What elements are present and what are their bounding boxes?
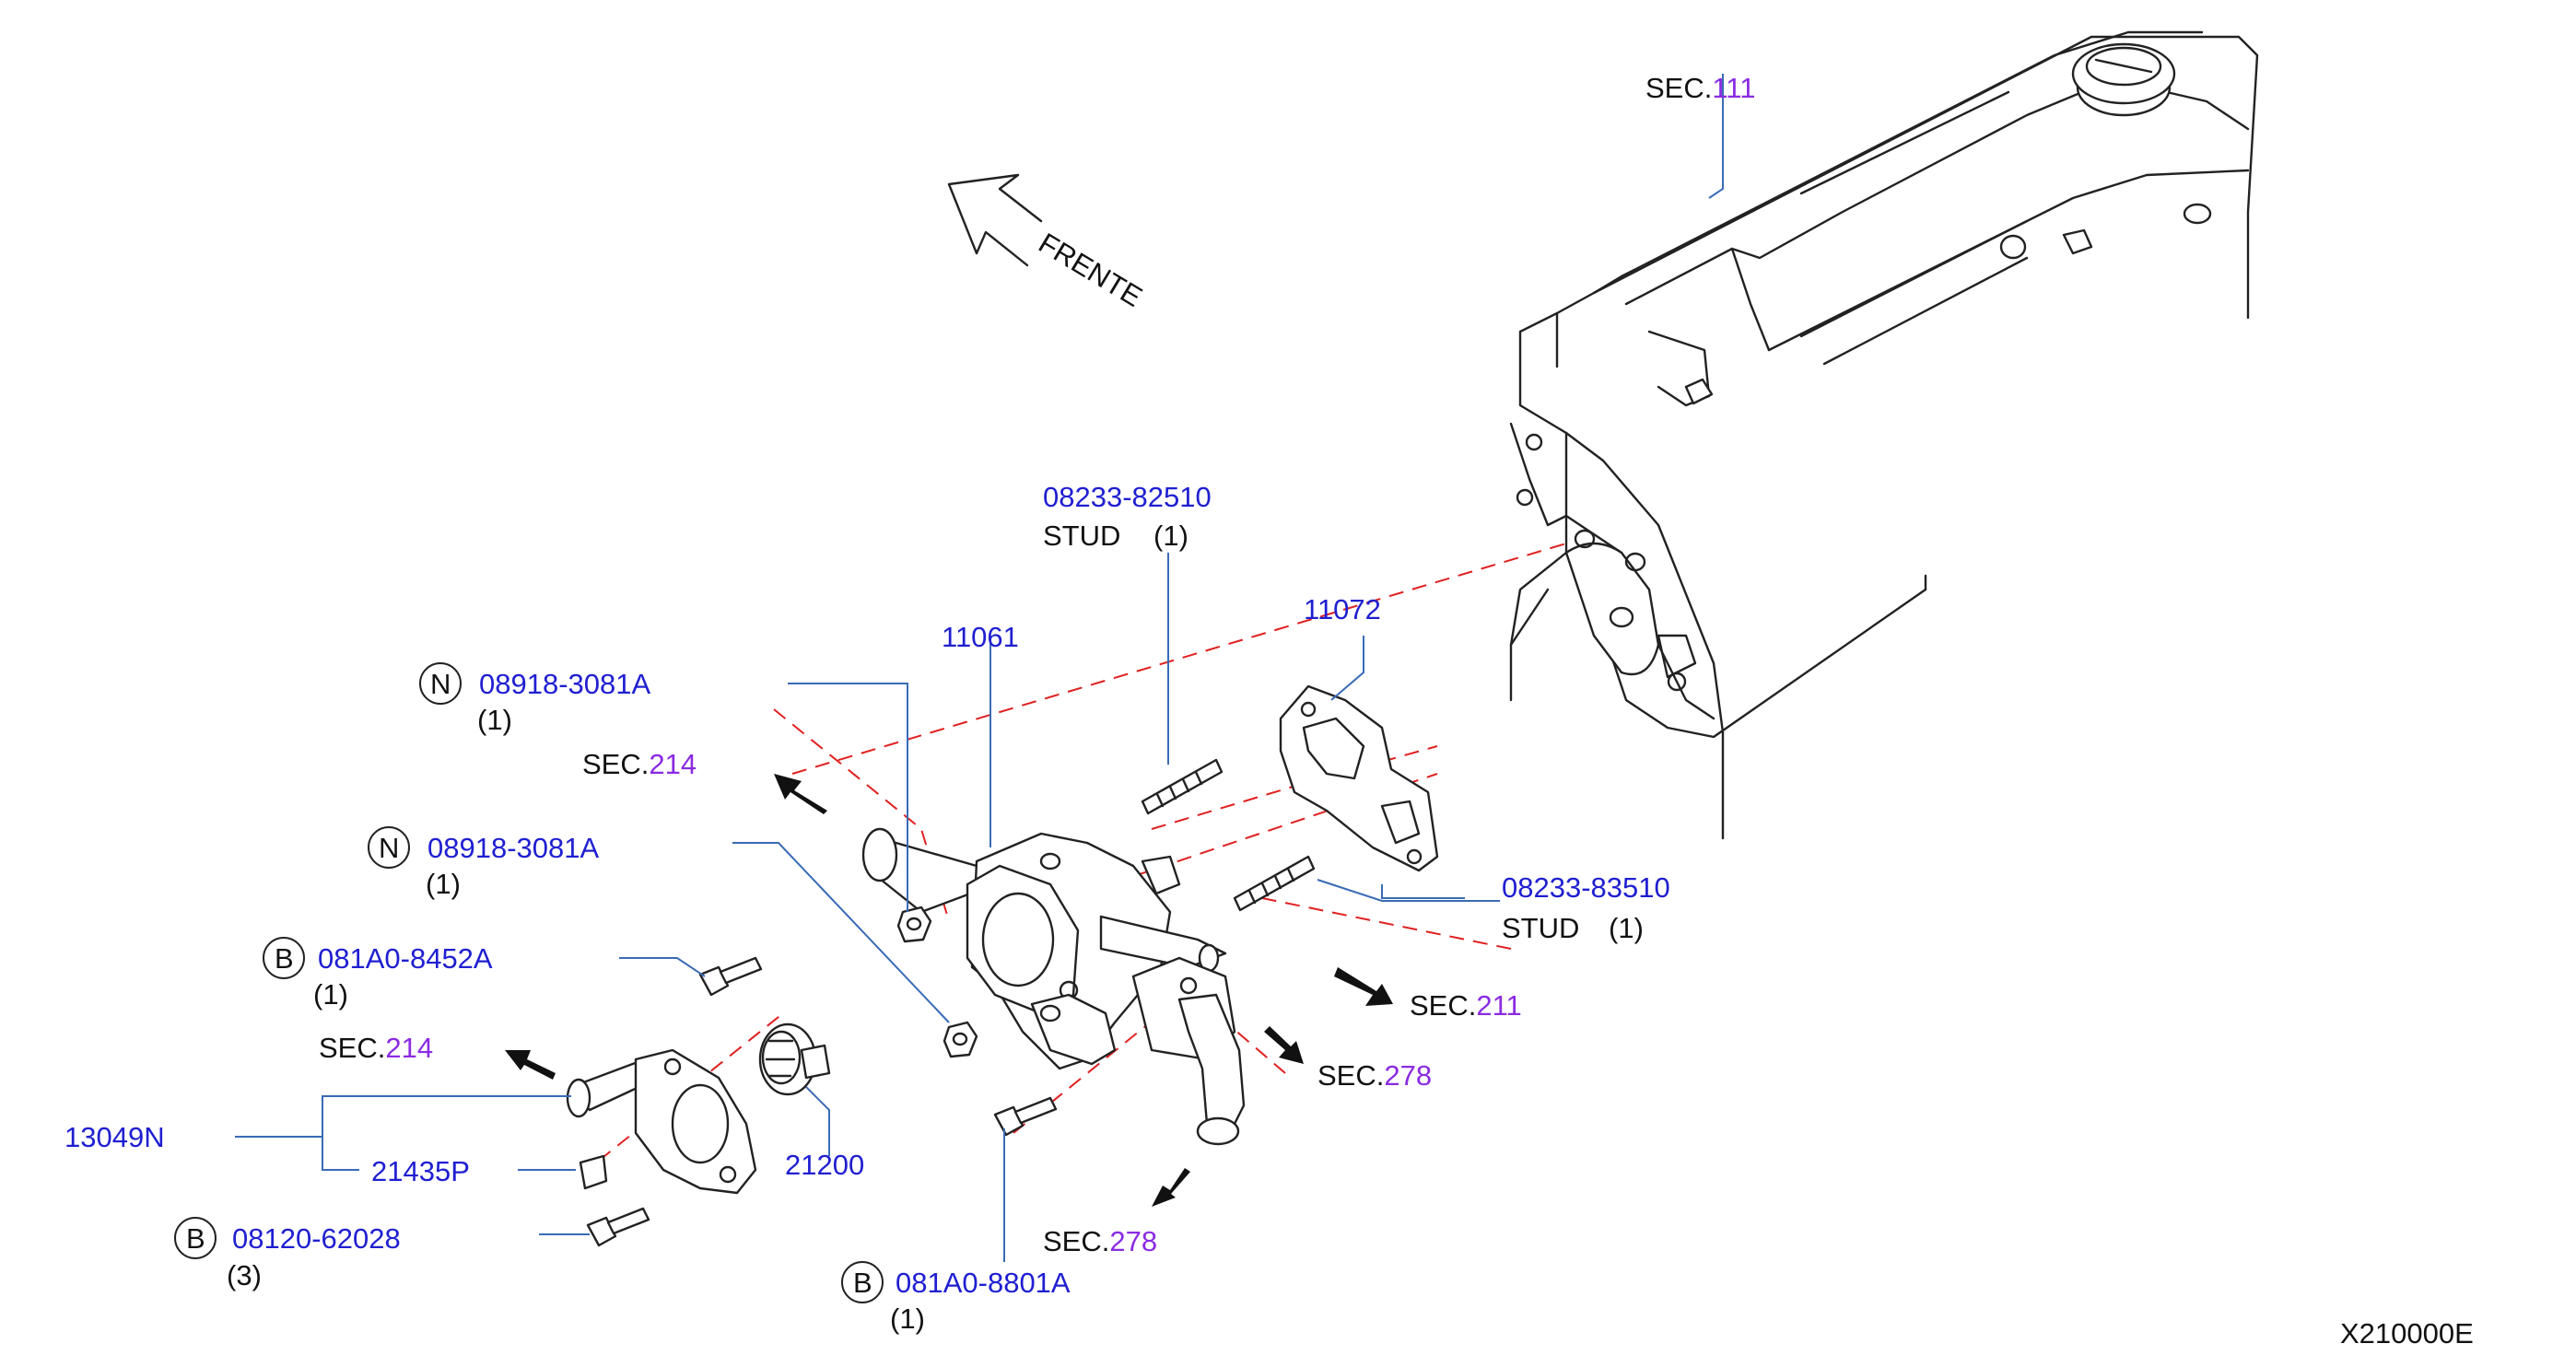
part-qty-stud-lower: (1) (1609, 912, 1644, 944)
gasket-part (1279, 684, 1439, 872)
part-desc-stud-upper: STUD (1043, 520, 1120, 552)
badge-b-bolt-c (841, 1261, 884, 1303)
section-ref-278-upper: SEC.278 (1317, 1059, 1432, 1092)
bolt-c-part (993, 1096, 1058, 1137)
front-direction-indicator: FRENTE (947, 173, 1148, 313)
part-number-bolt-a: 081A0-8452A (318, 942, 493, 975)
part-number-bolt-c: 081A0-8801A (896, 1267, 1071, 1299)
part-number-stud-lower: 08233-83510 (1502, 871, 1670, 904)
leader-lines (235, 74, 1724, 1262)
arrow-sec278-upper (1264, 1026, 1304, 1064)
part-number-nut-lower: 08918-3081A (427, 832, 599, 864)
badge-b-bolt-a (263, 937, 305, 979)
bolt-a-part (698, 956, 763, 997)
part-qty-nut-lower: (1) (426, 868, 461, 900)
part-qty-bolt-b: (3) (227, 1259, 262, 1291)
section-ref-111: SEC.111 (1645, 72, 1755, 104)
stud-upper-part (1141, 758, 1224, 815)
water-outlet-part (861, 827, 1246, 1146)
section-ref-214-lower: SEC.214 (319, 1032, 433, 1064)
flow-arrows (505, 774, 1393, 1207)
section-ref-278-lower: SEC.278 (1043, 1225, 1157, 1257)
part-desc-stud-lower: STUD (1502, 912, 1579, 944)
housing-part (566, 1048, 757, 1195)
arrow-sec214-upper (774, 774, 827, 814)
gasket-small-part (579, 1154, 608, 1190)
part-qty-bolt-c: (1) (890, 1303, 925, 1335)
bolt-b-part (586, 1207, 650, 1247)
diagram-id: X210000E (2340, 1317, 2474, 1349)
part-number-gasket: 11072 (1304, 593, 1381, 625)
section-ref-214-upper: SEC.214 (582, 748, 697, 780)
part-number-gasket-small: 21435P (371, 1155, 470, 1187)
part-number-water-outlet: 11061 (942, 621, 1019, 653)
part-qty-stud-upper: (1) (1153, 520, 1188, 552)
nut-lower-part (943, 1021, 978, 1058)
part-number-thermostat: 21200 (785, 1149, 864, 1181)
arrow-sec278-lower (1152, 1168, 1190, 1207)
part-number-nut-upper: 08918-3081A (479, 668, 650, 700)
part-qty-nut-upper: (1) (477, 704, 512, 736)
badge-b-bolt-b-letter: B (186, 1222, 205, 1255)
nut-upper-part (896, 905, 932, 943)
arrow-sec211 (1334, 967, 1393, 1006)
badge-b-bolt-a-letter: B (275, 942, 294, 975)
engine-head-illustration (1509, 30, 2259, 840)
section-ref-211: SEC.211 (1410, 989, 1522, 1022)
part-number-housing: 13049N (64, 1121, 165, 1153)
badge-n-upper (419, 662, 462, 705)
arrow-sec214-lower (505, 1050, 556, 1080)
badge-n-lower-letter: N (379, 832, 399, 864)
badge-n-upper-letter: N (430, 668, 451, 700)
stud-lower-part (1233, 855, 1316, 912)
badge-n-lower (368, 826, 410, 869)
part-number-bolt-b: 08120-62028 (232, 1222, 401, 1255)
front-direction-label: FRENTE (1033, 227, 1147, 313)
badge-b-bolt-b (174, 1217, 217, 1259)
badge-b-bolt-c-letter: B (853, 1267, 872, 1299)
thermostat-part (758, 1022, 831, 1096)
part-number-stud-upper: 08233-82510 (1043, 481, 1212, 513)
part-qty-bolt-a: (1) (313, 978, 348, 1011)
